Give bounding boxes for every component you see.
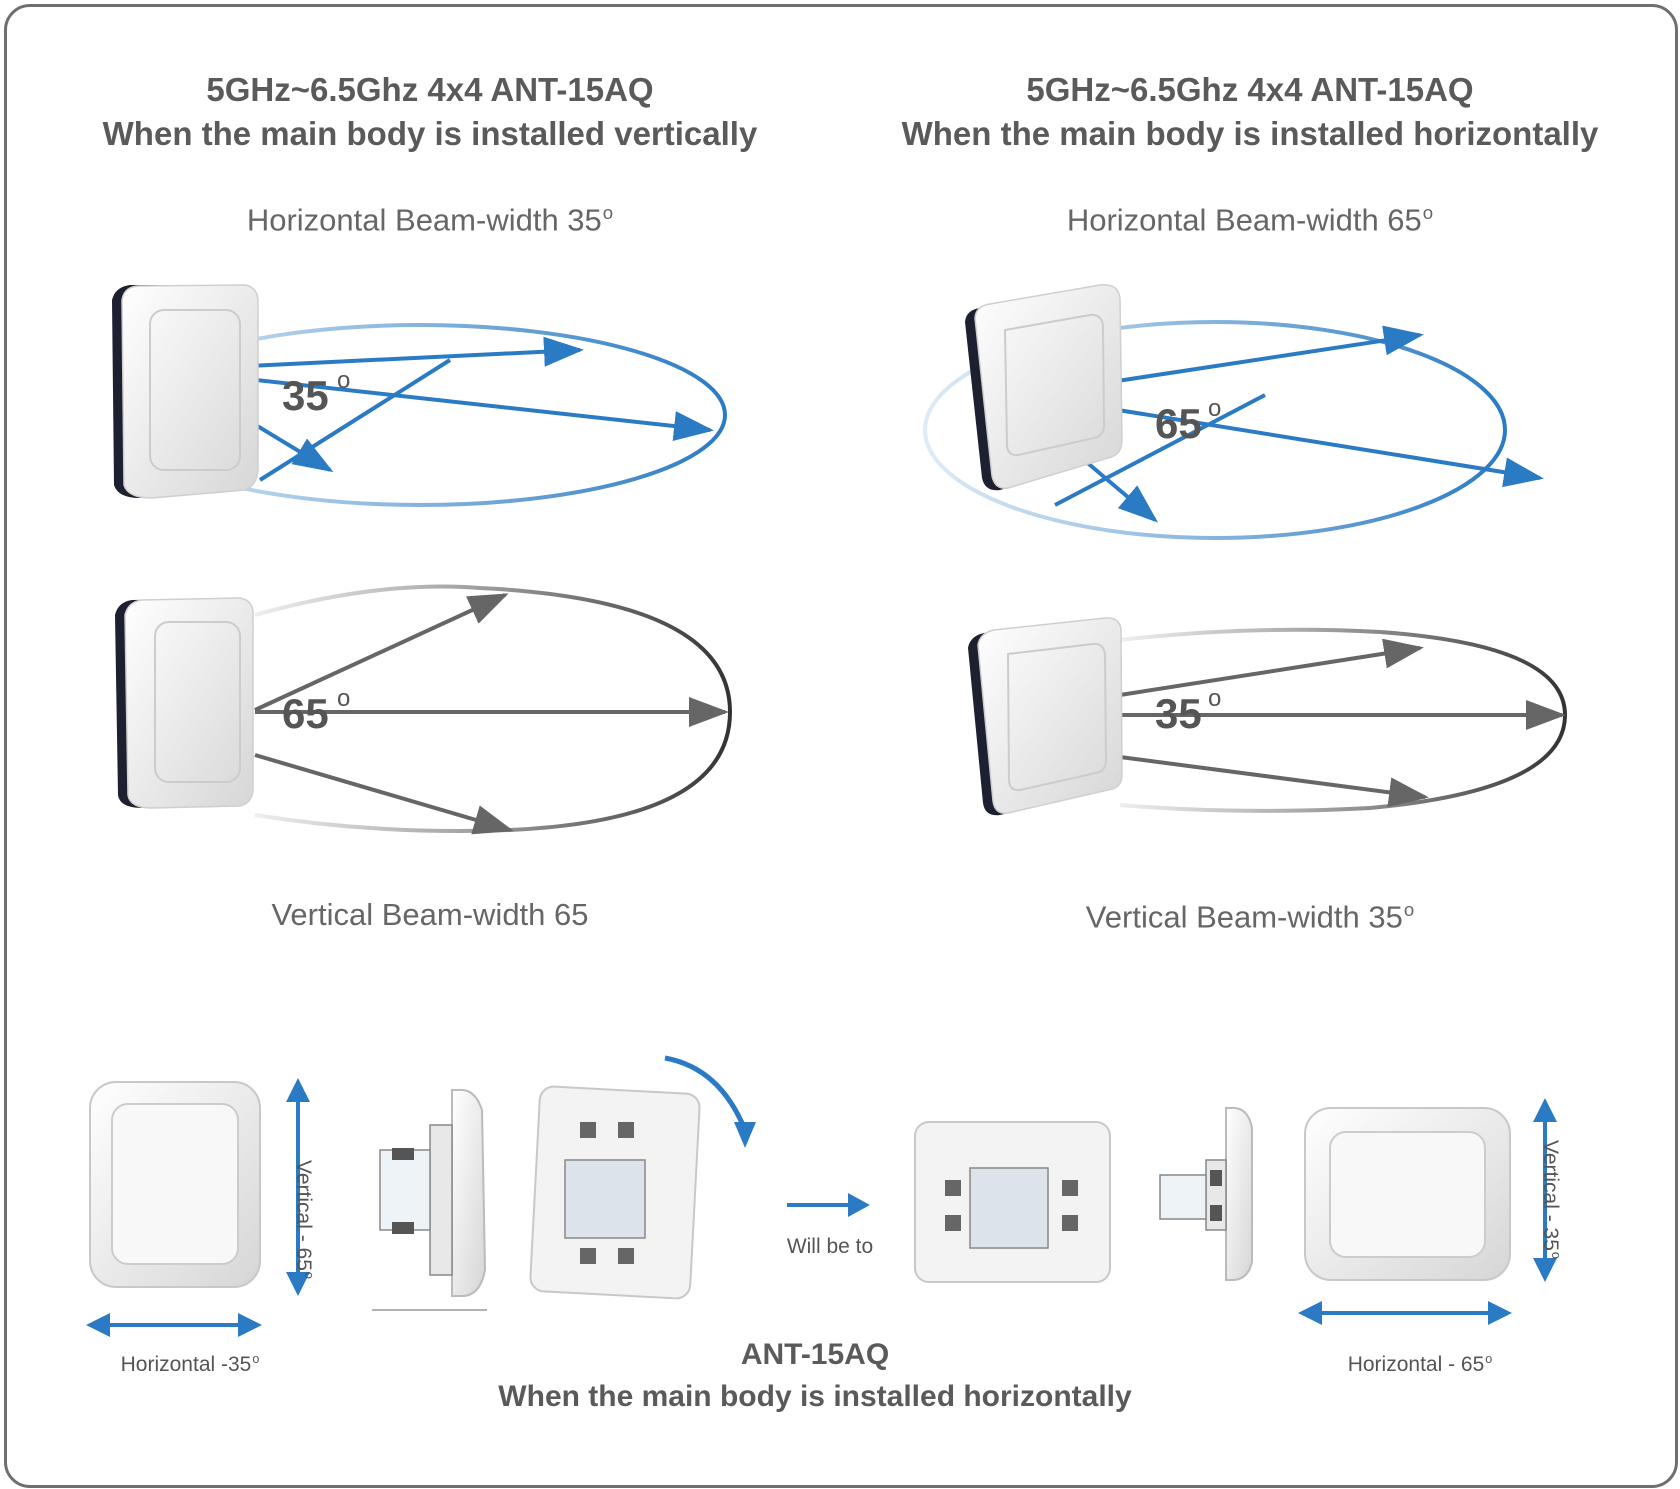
left-vertical-dimension-text: Vertical - 65 [292,1160,315,1271]
bottom-back-panel-after [914,1121,1111,1283]
right-title-line2: When the main body is installed horizont… [901,115,1599,152]
left-horizontal-angle: 35 [282,372,329,419]
right-vertical-beam-label: Vertical Beam-width 35o [880,899,1620,935]
mounting-bracket [969,1167,1049,1249]
bottom-right-panel-front [1298,1098,1557,1325]
left-vertical-beam-text: Vertical Beam-width 65 [271,897,589,932]
antenna-panel [977,617,1123,814]
right-horizontal-beam-diagram: 65 o [923,284,1544,540]
antenna-panel-inset [149,309,241,471]
connector [580,1248,596,1264]
beam-arrow [1119,755,1429,808]
arrow-right-icon [238,1313,262,1337]
antenna-panel [974,284,1123,489]
degree-symbol: o [602,202,614,223]
degree-symbol: o [337,685,350,712]
bottom-right-panel-side [1159,1106,1253,1281]
bracket [379,1149,431,1231]
beam-arrow [254,593,509,712]
right-horizontal-beam-label: Horizontal Beam-width 65o [880,202,1620,238]
left-horizontal-dimension-label: Horizontal -35o [100,1352,280,1377]
left-vertical-dimension-label: Vertical - 65o [291,1160,316,1279]
connector [1062,1180,1078,1196]
beam-ellipse [254,584,733,833]
degree-symbol: o [1208,685,1221,712]
bottom-caption-line1: ANT-15AQ [740,1338,890,1371]
mounting-plate [429,1124,453,1276]
antenna-panel [124,597,254,809]
connector [618,1122,634,1138]
antenna-side [1225,1106,1253,1281]
antenna-panel-inset [154,621,241,783]
antenna-panel-inset [1003,313,1106,457]
connector [1062,1215,1078,1231]
right-horizontal-dimension-text: Horizontal - 65 [1347,1353,1485,1376]
mounting-bracket [564,1159,646,1239]
bottom-back-panel-before [529,1055,756,1300]
arrow-up-icon [286,1078,310,1102]
degree-symbol: o [1485,1352,1493,1366]
bracket-screw [1210,1170,1222,1186]
beam-arrow [1119,638,1424,697]
degree-symbol: o [1422,202,1434,223]
right-title: 5GHz~6.5Ghz 4x4 ANT-15AQ When the main b… [880,68,1620,156]
degree-symbol: o [1403,899,1415,920]
right-vertical-beam-diagram: 35 o [968,617,1568,816]
right-horizontal-beam-text: Horizontal Beam-width 65 [1066,202,1422,238]
arrow-down-icon [286,1272,310,1296]
degree-symbol: o [1208,395,1221,422]
degree-symbol: o [302,1271,316,1279]
arrow-right-icon [1488,1301,1512,1325]
connector [945,1180,961,1196]
bottom-caption: ANT-15AQ When the main body is installed… [400,1334,1230,1418]
left-vertical-beam-diagram: 65 o [115,584,733,835]
antenna-panel-inset [1006,642,1108,792]
connector [618,1248,634,1264]
left-vertical-angle: 65 [282,690,329,737]
arrow-left-icon [1298,1301,1322,1325]
beam-line [1054,393,1266,507]
rotate-arrow [664,1055,748,1131]
will-be-to-label: Will be to [786,1235,874,1258]
right-horizontal-angle: 65 [1155,400,1202,447]
right-vertical-dimension-label: Vertical - 35o [1538,1140,1563,1259]
left-vertical-beam-label: Vertical Beam-width 65 [60,897,800,933]
bracket-screw [392,1222,414,1234]
right-vertical-dimension-text: Vertical - 35 [1539,1140,1562,1251]
left-horizontal-dimension-text: Horizontal -35 [120,1353,252,1376]
right-horizontal-dimension-label: Horizontal - 65o [1320,1352,1520,1377]
left-title: 5GHz~6.5Ghz 4x4 ANT-15AQ When the main b… [60,68,800,156]
arrow-up-icon [1533,1098,1557,1122]
left-horizontal-beam-diagram: 35 o [112,284,727,507]
left-title-line2: When the main body is installed vertical… [102,115,758,152]
antenna-panel-inset [111,1103,239,1265]
arrow-left-icon [86,1313,110,1337]
arrow-right-icon [848,1193,870,1217]
degree-symbol: o [1549,1251,1563,1259]
right-vertical-beam-text: Vertical Beam-width 35 [1085,899,1403,935]
degree-symbol: o [252,1352,260,1366]
antenna-side [451,1088,487,1297]
left-horizontal-beam-text: Horizontal Beam-width 35 [246,202,602,238]
beam-ellipse [923,320,1507,540]
bottom-left-panel-side [372,1088,487,1311]
bottom-left-panel-front [86,1078,310,1337]
connector [580,1122,596,1138]
bracket [1159,1174,1207,1220]
left-title-line1: 5GHz~6.5Ghz 4x4 ANT-15AQ [206,71,654,108]
antenna-panel [121,284,259,499]
right-title-line1: 5GHz~6.5Ghz 4x4 ANT-15AQ [1026,71,1474,108]
bottom-caption-line2: When the main body is installed horizont… [498,1380,1132,1413]
right-vertical-angle: 35 [1155,690,1202,737]
antenna-panel-inset [1329,1131,1486,1258]
degree-symbol: o [337,367,350,394]
bracket-screw [392,1148,414,1160]
arrow-down-icon [1533,1258,1557,1282]
beam-arrow [254,753,514,835]
rotate-arrow-head-icon [734,1122,756,1148]
bracket-screw [1210,1205,1222,1221]
connector [945,1215,961,1231]
left-horizontal-beam-label: Horizontal Beam-width 35o [60,202,800,238]
